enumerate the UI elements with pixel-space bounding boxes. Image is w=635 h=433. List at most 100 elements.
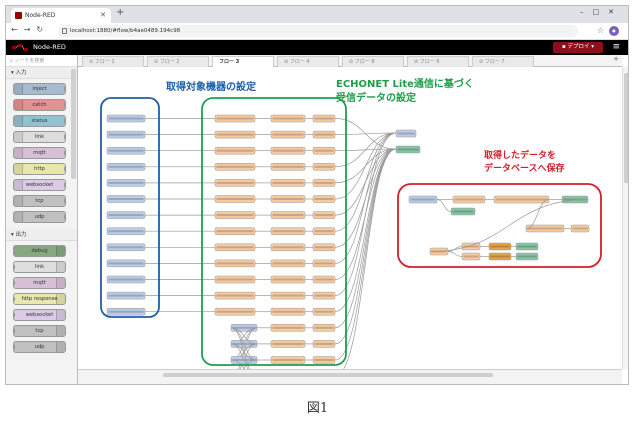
flow-wire[interactable] (334, 148, 397, 313)
palette-node-tcp[interactable]: tcp (13, 325, 66, 337)
palette-scrollbar[interactable] (71, 69, 76, 179)
node-port[interactable] (14, 265, 15, 269)
tab-flow-7[interactable]: ⊘ フロー 7 (472, 56, 534, 67)
palette-node-link[interactable]: link (13, 261, 66, 273)
flow-wire[interactable] (525, 199, 550, 229)
palette-node-label: udp (34, 214, 45, 220)
palette-node-debug[interactable]: debug (13, 245, 66, 257)
palette-node-status[interactable]: status (13, 115, 66, 127)
palette-node-mqtt[interactable]: mqtt (13, 147, 66, 159)
flow-wire[interactable] (436, 199, 452, 212)
deploy-button[interactable]: ▪ デプロイ ▾ (553, 42, 603, 53)
node-port[interactable] (14, 329, 15, 333)
node-label-placeholder (397, 132, 415, 135)
flow-wire[interactable] (334, 148, 397, 345)
flow-tab-label: フロー 3 (219, 59, 240, 65)
node-port[interactable] (14, 297, 15, 301)
window-controls[interactable]: –□✕ (580, 8, 623, 16)
tab-flow-3[interactable]: フロー 3 (212, 56, 274, 67)
tab-flow-2[interactable]: ⊘ フロー 2 (147, 56, 209, 67)
menu-icon[interactable]: ≡ (612, 42, 620, 52)
add-flow-icon[interactable]: + (613, 55, 619, 63)
node-port[interactable] (64, 87, 65, 91)
horizontal-scroll-thumb[interactable] (163, 373, 493, 377)
flow-wire[interactable] (447, 246, 463, 252)
palette-node-tcp[interactable]: tcp (13, 195, 66, 207)
bookmark-star-icon[interactable]: ☆ (596, 26, 604, 35)
db-annotation-line2: データベースへ保存 (484, 162, 565, 174)
node-port[interactable] (64, 183, 65, 187)
browser-tab[interactable]: Node-RED ✕ (11, 8, 111, 23)
nav-buttons[interactable]: ←→↻ (11, 25, 49, 34)
udp-out-node[interactable] (395, 145, 421, 154)
flow-wire[interactable] (334, 132, 397, 264)
flow-wire[interactable] (334, 132, 397, 168)
node-port[interactable] (14, 281, 15, 285)
node-port[interactable] (64, 215, 65, 219)
page-info-icon[interactable] (62, 28, 67, 34)
palette-category-header[interactable]: ▾ 出力 (6, 229, 77, 241)
flow-wire[interactable] (334, 148, 397, 361)
node-label-placeholder (314, 133, 334, 136)
flow-wire[interactable] (334, 132, 397, 135)
reload-icon[interactable]: ↻ (36, 25, 50, 34)
node-label-placeholder (216, 214, 254, 217)
node-port[interactable] (64, 151, 65, 155)
palette-node-udp[interactable]: udp (13, 341, 66, 353)
node-port[interactable] (64, 199, 65, 203)
palette-node-udp[interactable]: udp (13, 211, 66, 223)
node-type-icon (56, 262, 65, 272)
flow-wire[interactable] (230, 327, 257, 369)
palette-node-mqtt[interactable]: mqtt (13, 277, 66, 289)
close-tab-icon[interactable]: ✕ (100, 11, 106, 19)
tab-flow-1[interactable]: ⊘ フロー 1 (82, 56, 144, 67)
node-port[interactable] (64, 135, 65, 139)
flow-tab-label: ⊘ フロー 1 (89, 59, 115, 65)
forward-icon[interactable]: → (23, 25, 37, 34)
tab-flow-5[interactable]: ⊘ フロー 8 (342, 56, 404, 67)
flow-wire[interactable] (429, 199, 589, 252)
flow-wire[interactable] (335, 148, 397, 369)
palette-category-header[interactable]: ▾ 入力 (6, 67, 77, 79)
node-port[interactable] (64, 167, 65, 171)
flow-wire[interactable] (334, 132, 397, 200)
tab-flow-6[interactable]: ⊘ フロー 6 (407, 56, 469, 67)
palette-search-input[interactable]: ⌕ ノードを検索 (6, 55, 77, 67)
palette-node-http-response[interactable]: http response (13, 293, 66, 305)
node-type-icon (56, 310, 65, 320)
new-tab-icon[interactable]: + (116, 7, 125, 18)
node-label-placeholder (272, 310, 304, 313)
node-red-logo-icon (12, 44, 28, 51)
palette-node-inject[interactable]: inject (13, 83, 66, 95)
flow-wire[interactable] (447, 251, 463, 257)
node-label-placeholder (216, 117, 254, 120)
palette-node-link[interactable]: link (13, 131, 66, 143)
node-palette: ⌕ ノードを検索 ▾ 入力 inject catch status link mqtt ht… (6, 55, 78, 384)
vertical-scroll-thumb[interactable] (624, 73, 628, 183)
flow-wire[interactable] (230, 359, 257, 369)
canvas-vertical-scrollbar[interactable] (622, 67, 628, 369)
canvas-horizontal-scrollbar[interactable] (78, 369, 622, 384)
palette-node-catch[interactable]: catch (13, 99, 66, 111)
flow-wire[interactable] (334, 148, 397, 329)
profile-avatar[interactable]: ● (609, 26, 619, 36)
back-icon[interactable]: ← (11, 25, 24, 34)
node-port[interactable] (14, 249, 15, 253)
url-field[interactable]: localhost:1880/#flow/b4ae0489.194c98 (58, 25, 578, 37)
node-port[interactable] (14, 345, 15, 349)
app-title: Node-RED (33, 43, 66, 51)
node-port[interactable] (64, 119, 65, 123)
palette-node-websocket[interactable]: websocket (13, 309, 66, 321)
palette-node-websocket[interactable]: websocket (13, 179, 66, 191)
flow-wire[interactable] (334, 132, 397, 232)
udp-in-node[interactable] (395, 129, 417, 138)
flow-wire[interactable] (230, 343, 257, 369)
tab-flow-4[interactable]: ⊘ フロー 4 (277, 56, 339, 67)
flow-wire[interactable] (334, 132, 397, 296)
node-port[interactable] (14, 313, 15, 317)
node-port[interactable] (64, 103, 65, 107)
node-type-icon (56, 278, 65, 288)
palette-node-http[interactable]: http (13, 163, 66, 175)
